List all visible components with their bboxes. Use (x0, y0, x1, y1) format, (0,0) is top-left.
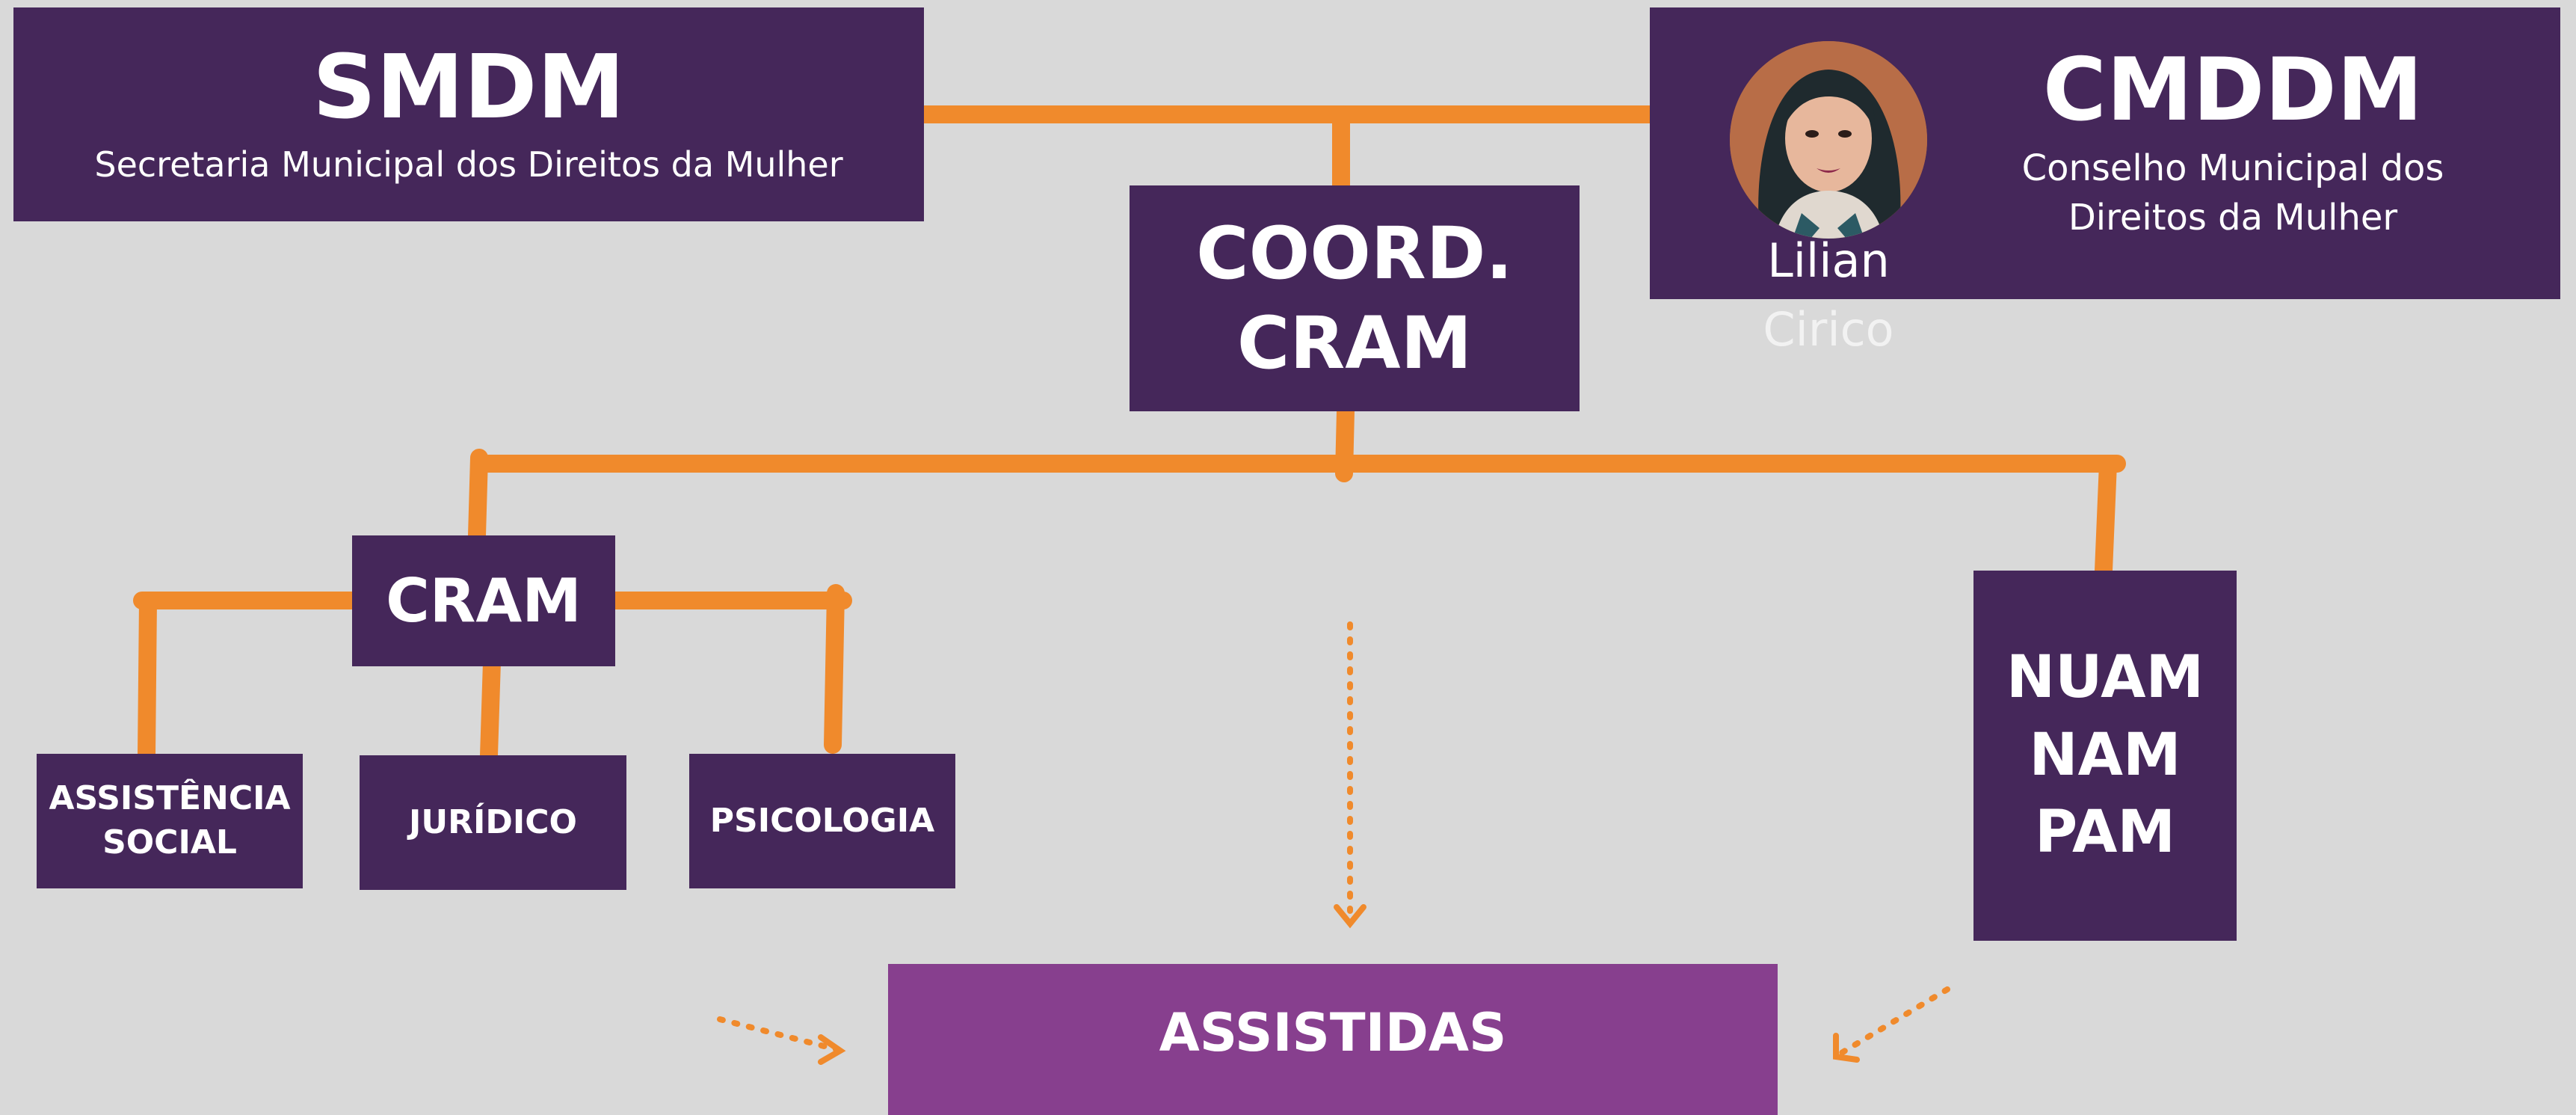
person-last-name: Cirico (1763, 302, 1894, 357)
connector-to-nuam (2095, 455, 2117, 580)
nuam-line3: PAM (2035, 799, 2175, 867)
assistidas-box: ASSISTIDAS (888, 964, 1778, 1115)
coord-cram-box: COORD. CRAM (1130, 185, 1580, 411)
cram-box: CRAM (352, 535, 615, 666)
connector-to-psicologia (824, 584, 845, 754)
arrowhead-center (1334, 904, 1366, 929)
assistencia-line2: SOCIAL (102, 823, 237, 861)
psicologia-box: PSICOLOGIA (689, 754, 955, 888)
juridico-label: JURÍDICO (409, 802, 577, 841)
connector-to-assistencia (138, 592, 157, 764)
connector-to-juridico (480, 653, 501, 764)
coord-line2: CRAM (1236, 301, 1473, 385)
smdm-title: SMDM (312, 35, 625, 139)
cram-label: CRAM (386, 565, 582, 636)
assistidas-label: ASSISTIDAS (1159, 1001, 1507, 1063)
connector-to-cram (468, 449, 488, 544)
smdm-subtitle: Secretaria Municipal dos Direitos da Mul… (94, 144, 843, 185)
arrow-dotted-left (717, 1016, 839, 1052)
nuam-line1: NUAM (2006, 643, 2204, 711)
avatar (1730, 41, 1927, 239)
cmddm-subtitle-line2: Direitos da Mulher (2068, 197, 2398, 239)
nuam-line2: NAM (2029, 721, 2181, 789)
psicologia-label: PSICOLOGIA (709, 801, 935, 840)
arrowhead-right (1833, 1033, 1860, 1063)
coord-line1: COORD. (1196, 211, 1513, 295)
assistencia-social-box: ASSISTÊNCIA SOCIAL (37, 754, 303, 888)
juridico-box: JURÍDICO (360, 755, 626, 890)
arrow-dotted-right (1836, 986, 1950, 1057)
cmddm-title: CMDDM (2042, 40, 2424, 141)
smdm-box: SMDM Secretaria Municipal dos Direitos d… (13, 7, 924, 221)
person-first-name: Lilian (1767, 233, 1890, 288)
assistencia-line1: ASSISTÊNCIA (49, 779, 291, 818)
arrowhead-left (818, 1034, 846, 1065)
cmddm-subtitle-line1: Conselho Municipal dos (2021, 147, 2444, 190)
nuam-nam-pam-box: NUAM NAM PAM (1973, 571, 2237, 941)
